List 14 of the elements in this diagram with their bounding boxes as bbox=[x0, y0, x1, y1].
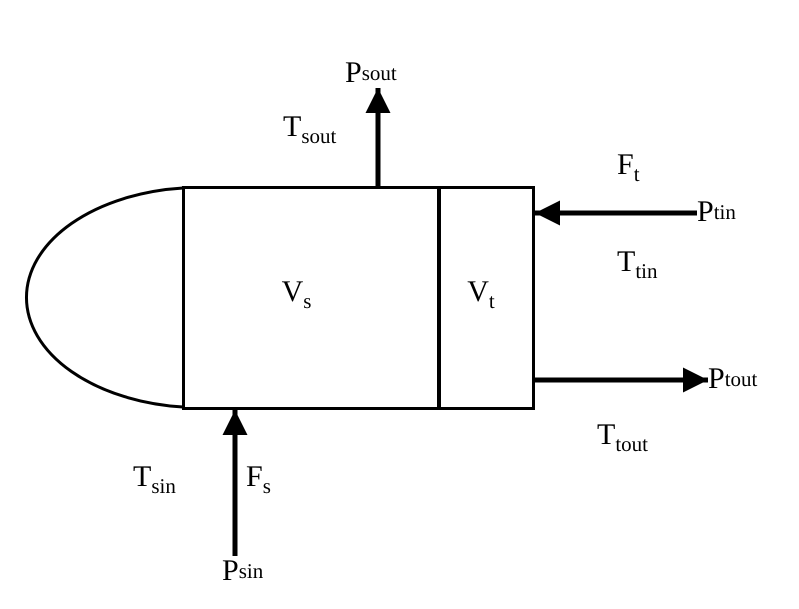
edge-label: F$_{t}$ bbox=[617, 150, 640, 185]
edge-label: T$_{sout}$ bbox=[283, 112, 336, 147]
arrow bbox=[366, 88, 390, 186]
variable-label: F$_{s}$ bbox=[246, 462, 271, 497]
chamber-box bbox=[437, 186, 535, 410]
variable-label: T$_{tin}$ bbox=[617, 247, 658, 282]
arrow bbox=[222, 410, 248, 556]
chamber-box bbox=[182, 186, 441, 410]
volume-label: V$_{s}$ bbox=[282, 276, 312, 312]
edge-label: T$_{sin}$ bbox=[133, 462, 176, 497]
arrow bbox=[535, 200, 697, 226]
edge-label: T$_{tout}$ bbox=[597, 420, 648, 455]
arrow bbox=[535, 368, 708, 392]
volume-label: V$_{t}$ bbox=[467, 276, 495, 312]
